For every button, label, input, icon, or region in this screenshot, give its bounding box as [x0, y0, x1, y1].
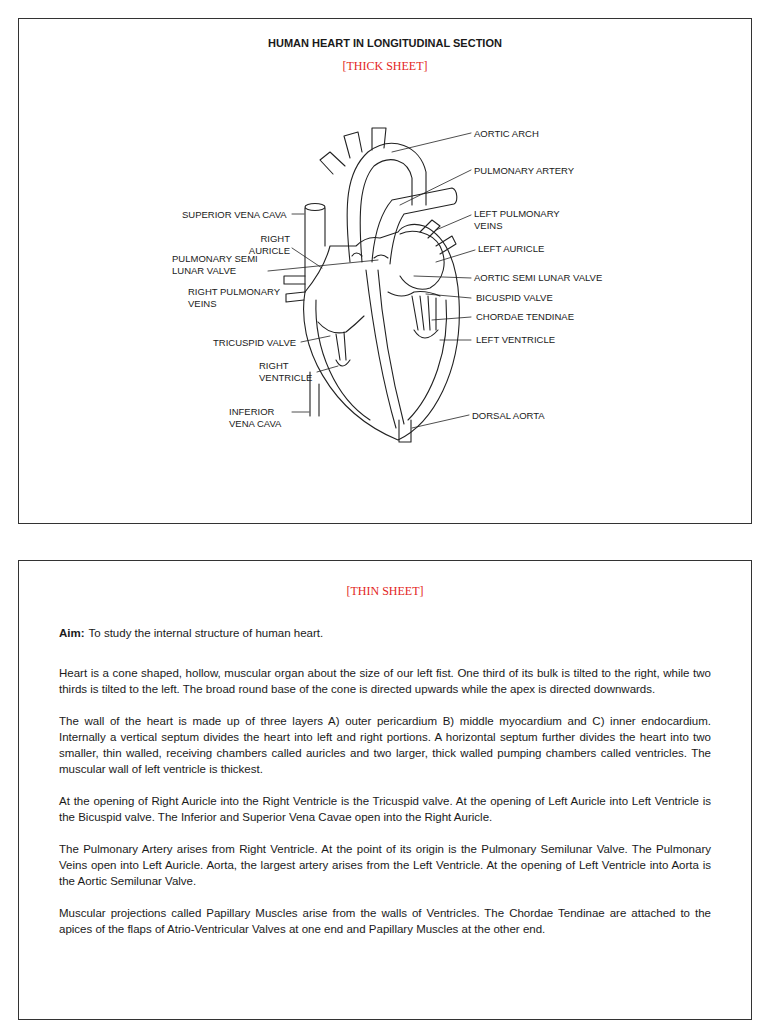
aim-heading: Aim:	[59, 627, 85, 639]
leader-lines	[268, 133, 475, 428]
aortic-arch	[347, 143, 426, 262]
text-body: [THIN SHEET] Aim: To study the internal st…	[19, 583, 751, 937]
dorsal-aorta	[399, 420, 411, 442]
sheet-panel: [THIN SHEET] Aim: To study the internal st…	[18, 560, 752, 1020]
paragraph: The wall of the heart is made up of thre…	[59, 713, 711, 777]
superior-vena-cava	[305, 208, 325, 292]
chordae-tendinae	[336, 296, 438, 366]
left-ventricle-wall	[408, 300, 447, 420]
part-label: BICUSPID VALVE	[476, 292, 553, 304]
aim-text: To study the internal structure of human…	[89, 627, 324, 639]
arch-branches	[320, 128, 386, 174]
part-label: RIGHT VENTRICLE	[259, 360, 315, 384]
left-pulmonary-veins	[420, 220, 456, 254]
part-label: AORTIC SEMI LUNAR VALVE	[474, 272, 602, 284]
right-ventricle-wall	[316, 300, 370, 420]
diagram-title: HUMAN HEART IN LONGITUDINAL SECTION	[19, 37, 751, 49]
left-auricle	[400, 231, 444, 289]
bicuspid-valve	[388, 292, 440, 297]
part-label: DORSAL AORTA	[472, 410, 545, 422]
part-label: INFERIOR VENA CAVA	[229, 406, 291, 430]
part-label: SUPERIOR VENA CAVA	[182, 209, 287, 221]
part-label: CHORDAE TENDINAE	[476, 311, 574, 323]
part-label: PULMONARY SEMI LUNAR VALVE	[172, 253, 266, 277]
semilunar-valves	[352, 253, 388, 258]
heart-outline	[304, 224, 460, 440]
part-label: AORTIC ARCH	[474, 128, 539, 140]
part-label: LEFT AURICLE	[478, 243, 544, 255]
tricuspid-valve	[318, 316, 364, 333]
sheet-tag: [THICK SHEET]	[19, 59, 751, 74]
part-label: LEFT PULMONARY VEINS	[474, 208, 566, 232]
septum	[366, 270, 404, 428]
paragraph: The Pulmonary Artery arises from Right V…	[59, 841, 711, 889]
right-pulmonary-veins	[284, 276, 305, 302]
paragraph: Muscular projections called Papillary Mu…	[59, 905, 711, 937]
pulmonary-artery	[372, 188, 457, 264]
paragraph: At the opening of Right Auricle into the…	[59, 793, 711, 825]
aim-line: Aim: To study the internal structure of h…	[59, 625, 711, 641]
vena-cava-opening	[305, 204, 325, 211]
part-label: PULMONARY ARTERY	[474, 165, 574, 177]
part-label: TRICUSPID VALVE	[213, 337, 296, 349]
part-label: RIGHT PULMONARY VEINS	[188, 286, 280, 310]
part-label: LEFT VENTRICLE	[476, 334, 555, 346]
paragraph: Heart is a cone shaped, hollow, muscular…	[59, 665, 711, 697]
sheet-panel: HUMAN HEART IN LONGITUDINAL SECTION [THIC…	[18, 18, 752, 524]
sheet-tag: [THIN SHEET]	[59, 583, 711, 599]
